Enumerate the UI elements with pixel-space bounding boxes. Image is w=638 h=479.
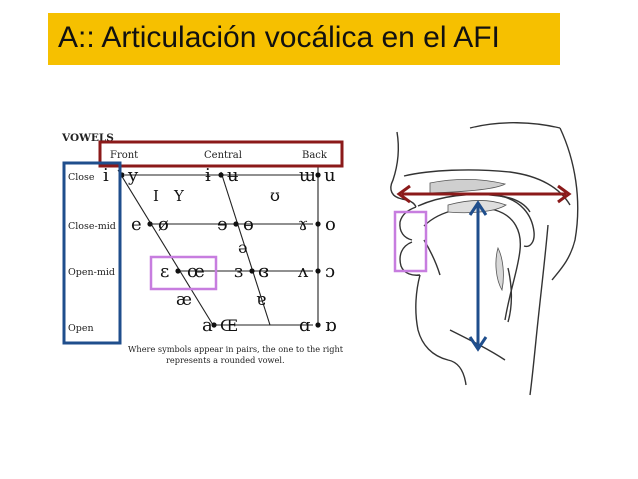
- row-open: Open: [68, 323, 94, 334]
- vowel-o: o: [325, 214, 336, 235]
- vowel-small-cap-i: I: [153, 187, 159, 205]
- vowel-reversed-epsilon: ɜ: [234, 261, 243, 282]
- vowel-turned-script-a: ɒ: [325, 315, 337, 336]
- head-section: [390, 122, 579, 396]
- vowel-open-o: ɔ: [325, 261, 335, 282]
- vowel-closed-reversed-epsilon: ɞ: [258, 261, 269, 282]
- vowel-turned-m: ɯ: [299, 165, 316, 186]
- vowel-rams-horn: ɤ: [298, 214, 308, 235]
- vowel-dots: [119, 172, 321, 328]
- vowel-script-a: ɑ: [299, 315, 311, 336]
- vowel-ash: æ: [176, 290, 192, 310]
- nasal-cavity-shading: [429, 178, 507, 194]
- vowel-schwa: ə: [238, 238, 247, 257]
- row-close-mid: Close-mid: [68, 221, 116, 232]
- column-back: Back: [302, 150, 328, 161]
- vowel-symbols: i y ɨ ʉ ɯ u I Y ʊ e ø ɘ ɵ ɤ o ə ɛ œ ɜ ɞ …: [103, 165, 337, 336]
- backness-arrow: [396, 184, 572, 204]
- vowel-small-cap-y: Y: [173, 187, 185, 205]
- vowel-turned-a: ɐ: [256, 290, 266, 310]
- backness-highlight-box: [98, 140, 344, 168]
- lips-highlight-box: [393, 210, 428, 273]
- row-close: Close: [68, 172, 95, 183]
- vowel-a: a: [202, 315, 213, 336]
- vowel-i: i: [103, 165, 109, 186]
- height-highlight-box: [62, 161, 122, 345]
- row-open-mid: Open-mid: [68, 267, 115, 278]
- vowel-reversed-e: ɘ: [217, 214, 228, 235]
- vowel-o-slash: ø: [158, 214, 169, 235]
- epiglottis-shading: [495, 246, 504, 292]
- trapezoid-lines: [117, 165, 319, 326]
- column-central: Central: [204, 150, 242, 161]
- height-arrow: [468, 200, 488, 352]
- chart-note-line1: Where symbols appear in pairs, the one t…: [128, 344, 344, 354]
- vowel-epsilon: ɛ: [160, 261, 169, 282]
- vowel-barred-u: ʉ: [227, 165, 239, 186]
- vowel-oe: œ: [187, 261, 205, 282]
- chart-note-line2: represents a rounded vowel.: [166, 355, 285, 365]
- vowel-u: u: [324, 165, 336, 186]
- vowel-barred-o: ɵ: [243, 214, 254, 235]
- title-banner: A:: Articulación vocálica en el AFI: [48, 13, 560, 65]
- rounding-highlight-box: [149, 255, 218, 291]
- vowel-e: e: [131, 214, 142, 235]
- vowel-y: y: [127, 165, 139, 186]
- vowel-turned-v: ʌ: [297, 261, 309, 282]
- column-front: Front: [110, 150, 138, 161]
- slide-title: A:: Articulación vocálica en el AFI: [58, 21, 500, 54]
- vowel-barred-i: ɨ: [205, 165, 211, 186]
- vowel-upsilon: ʊ: [270, 186, 280, 205]
- vowel-small-cap-oe: Œ: [220, 316, 238, 335]
